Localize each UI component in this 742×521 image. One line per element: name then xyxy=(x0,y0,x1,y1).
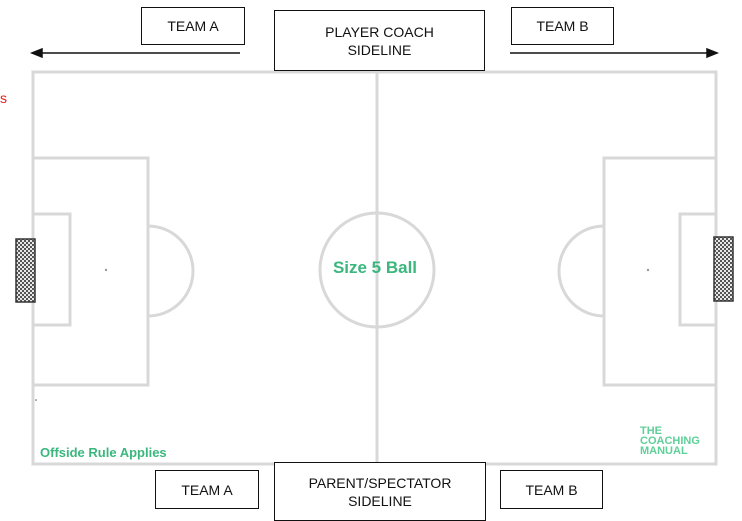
left-penalty-spot xyxy=(104,268,108,272)
logo-line3: MANUAL xyxy=(640,445,688,457)
offside-rule-label: Offside Rule Applies xyxy=(40,445,167,460)
player-coach-sideline-label: PLAYER COACH SIDELINE xyxy=(274,10,485,71)
parent-spectator-line2: SIDELINE xyxy=(348,492,412,509)
edge-mark-text: s xyxy=(0,90,7,106)
right-penalty-spot xyxy=(646,268,650,272)
goal-net-icon xyxy=(15,238,36,303)
left-penalty-area xyxy=(31,156,150,387)
parent-spectator-line1: PARENT/SPECTATOR xyxy=(308,474,452,491)
arrow-right-icon xyxy=(510,47,720,59)
center-circle xyxy=(318,211,436,329)
logo-line2: COACHING xyxy=(640,435,700,447)
bottom-team-a-label: TEAM A xyxy=(155,470,259,509)
player-coach-line1: PLAYER COACH xyxy=(325,23,434,40)
parent-spectator-sideline-label: PARENT/SPECTATOR SIDELINE xyxy=(274,462,486,521)
goal-net-icon xyxy=(713,236,734,302)
arrow-left-icon xyxy=(29,47,240,59)
top-team-a-label: TEAM A xyxy=(141,7,245,45)
logo-line1: THE xyxy=(640,425,662,437)
bottom-team-b-label: TEAM B xyxy=(500,470,603,509)
stray-dot xyxy=(35,399,37,401)
ball-size-label: Size 5 Ball xyxy=(332,258,418,277)
bottom-team-b-text: TEAM B xyxy=(525,481,578,498)
top-team-b-label: TEAM B xyxy=(511,7,614,45)
bottom-team-a-text: TEAM A xyxy=(181,481,233,498)
right-goal-area xyxy=(678,212,718,327)
right-penalty-area xyxy=(602,156,718,387)
top-team-b-text: TEAM B xyxy=(536,18,589,34)
coaching-manual-logo: THE COACHING MANUAL xyxy=(640,425,720,457)
player-coach-line2: SIDELINE xyxy=(347,41,412,58)
top-team-a-text: TEAM A xyxy=(167,18,219,34)
left-goal-area xyxy=(31,212,72,327)
right-penalty-arc xyxy=(557,224,605,318)
left-penalty-arc xyxy=(147,224,195,318)
